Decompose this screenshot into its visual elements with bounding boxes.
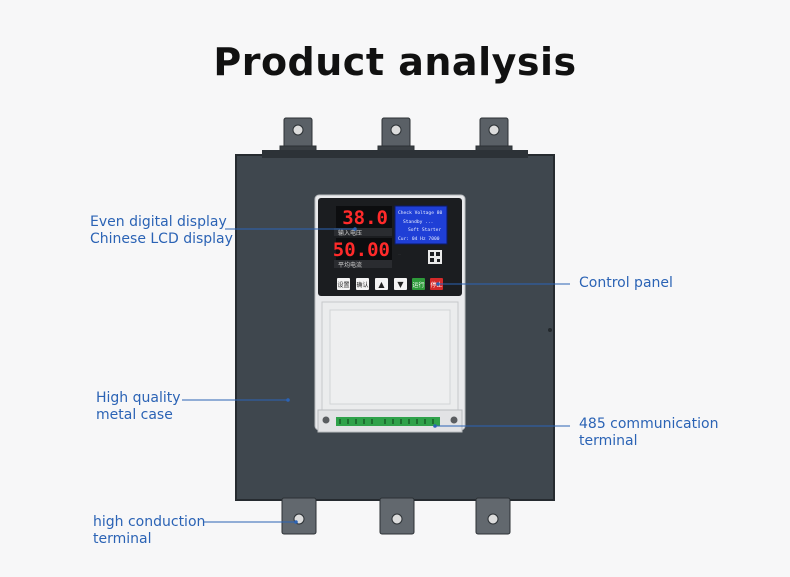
- label-485-terminal: 485 communication terminal: [579, 416, 719, 449]
- bottom-terminal-middle: [379, 497, 415, 535]
- svg-text:停止: 停止: [430, 281, 442, 289]
- led-display-bottom: 50.00: [333, 239, 390, 261]
- label-conduction-terminal: high conduction terminal: [93, 514, 206, 547]
- qr-code: [428, 250, 442, 264]
- svg-text:设置: 设置: [337, 281, 349, 289]
- led-caption-top: 输入电压: [338, 229, 362, 237]
- svg-text:▼: ▼: [397, 280, 404, 289]
- lcd-line-3: Soft Starter: [408, 227, 441, 233]
- svg-text:▲: ▲: [378, 280, 385, 289]
- run-button: [412, 278, 425, 290]
- confirm-button: [356, 278, 369, 290]
- set-button: [337, 278, 350, 290]
- bottom-terminal-left: [281, 497, 317, 535]
- lcd-line-2: Standby ...: [403, 219, 433, 225]
- lcd-line-4: Cur: 04 Hz 7000: [398, 236, 440, 242]
- label-display: Even digital display Chinese LCD display: [90, 214, 233, 247]
- svg-text:···: ···: [398, 252, 401, 256]
- panel-buttons: 设置 确认 ▲ ▼ 运行 停止: [337, 278, 443, 290]
- terminal-block: [336, 417, 440, 426]
- page-title: Product analysis: [213, 40, 577, 84]
- down-button: [394, 278, 407, 290]
- bottom-terminals: [281, 497, 511, 535]
- lcd-line-1: Check Voltage 80: [398, 210, 442, 216]
- label-control-panel: Control panel: [579, 275, 673, 291]
- svg-text:运行: 运行: [412, 281, 424, 289]
- up-button: [375, 278, 388, 290]
- callout-lines: [182, 228, 570, 523]
- label-metal-case: High quality metal case: [96, 390, 181, 423]
- bottom-terminal-right: [475, 497, 511, 535]
- led-display-top: 38.0: [342, 207, 388, 229]
- svg-text:确认: 确认: [356, 281, 368, 289]
- led-caption-bottom: 平均电流: [338, 261, 362, 269]
- lcd-screen: [394, 205, 448, 245]
